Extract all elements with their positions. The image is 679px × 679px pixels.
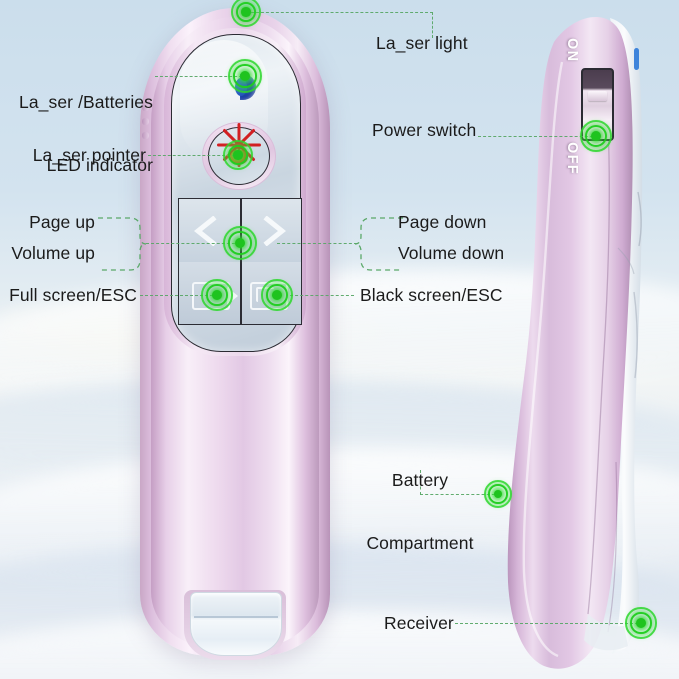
callout-page-up-stem: [146, 243, 240, 244]
side-button-3[interactable]: [142, 132, 149, 139]
label-laser-battery-led-line1: La_ser /Batteries: [19, 92, 153, 112]
hotspot-led-indicator[interactable]: [221, 52, 269, 100]
callout-laser-pointer: [148, 155, 240, 156]
hotspot-battery-compartment[interactable]: [479, 475, 517, 513]
label-battery-compartment: Battery Compartment: [330, 428, 510, 596]
label-black-screen-esc: Black screen/ESC: [360, 285, 503, 305]
label-page-down: Page down: [398, 212, 487, 232]
power-switch-nub: [588, 90, 607, 101]
hotspot-power-switch[interactable]: [574, 114, 618, 158]
label-battery-compartment-line2: Compartment: [366, 533, 474, 553]
side-button-2[interactable]: [142, 118, 149, 125]
callout-laser-light: [246, 12, 433, 13]
label-page-up: Page up: [29, 212, 95, 232]
hotspot-laser-light[interactable]: [226, 0, 266, 32]
power-switch-on-label: ON: [564, 38, 580, 63]
chevron-left-icon[interactable]: [193, 216, 217, 246]
label-receiver: Receiver: [384, 613, 454, 633]
side-button-1[interactable]: [142, 104, 149, 111]
callout-black-screen-esc: [290, 295, 354, 296]
presenter-side-view: ON OFF: [492, 2, 678, 674]
label-laser-light: La_ser light: [376, 33, 468, 53]
callout-battery-vertical: [420, 470, 421, 495]
callout-battery-compartment: [420, 494, 500, 495]
callout-power-switch: [478, 136, 598, 137]
side-body-silhouette: [492, 2, 678, 674]
label-laser-pointer: La_ser pointer: [32, 145, 146, 165]
presenter-front-view: [140, 8, 330, 668]
hotspot-black-screen-esc[interactable]: [256, 274, 298, 316]
label-volume-down: Volume down: [398, 243, 505, 263]
chevron-right-icon[interactable]: [263, 216, 287, 246]
screen-buttons-divider: [240, 262, 242, 324]
hotspot-laser-pointer[interactable]: [218, 135, 258, 175]
callout-bracket-left: [98, 212, 147, 276]
label-power-switch: Power switch: [372, 120, 477, 140]
hotspot-page-nav[interactable]: [216, 219, 264, 267]
label-laser-battery-led-line2: LED indicator: [46, 155, 153, 175]
usb-seam: [194, 616, 278, 618]
label-battery-compartment-line1: Battery: [391, 470, 449, 490]
hotspot-full-screen-esc[interactable]: [196, 274, 238, 316]
callout-full-screen-esc: [140, 295, 218, 296]
hotspot-receiver[interactable]: [620, 602, 662, 644]
label-full-screen-esc: Full screen/ESC: [9, 285, 137, 305]
callout-page-down-stem: [277, 243, 357, 244]
label-laser-battery-led: La_ser /Batteries LED indicator: [0, 50, 153, 218]
callout-receiver: [455, 623, 643, 624]
callout-laser-light-vertical: [432, 12, 433, 38]
usb-receiver-dongle[interactable]: [190, 592, 282, 656]
label-volume-up: Volume up: [11, 243, 95, 263]
callout-bracket-right: [354, 212, 403, 276]
callout-led-indicator: [155, 76, 247, 77]
